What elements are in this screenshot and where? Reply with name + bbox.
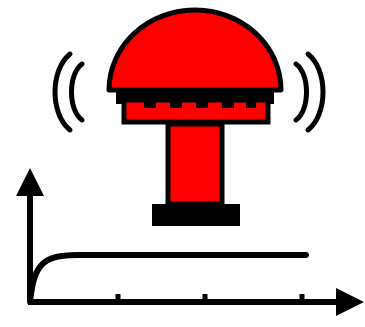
sound-waves-right-icon bbox=[296, 54, 323, 130]
siren-stem bbox=[168, 124, 222, 204]
sound-waves-left-icon bbox=[55, 54, 82, 130]
siren-collar bbox=[124, 100, 268, 122]
siren-base bbox=[152, 204, 240, 226]
siren-dome bbox=[109, 10, 281, 90]
response-curve bbox=[30, 255, 306, 302]
